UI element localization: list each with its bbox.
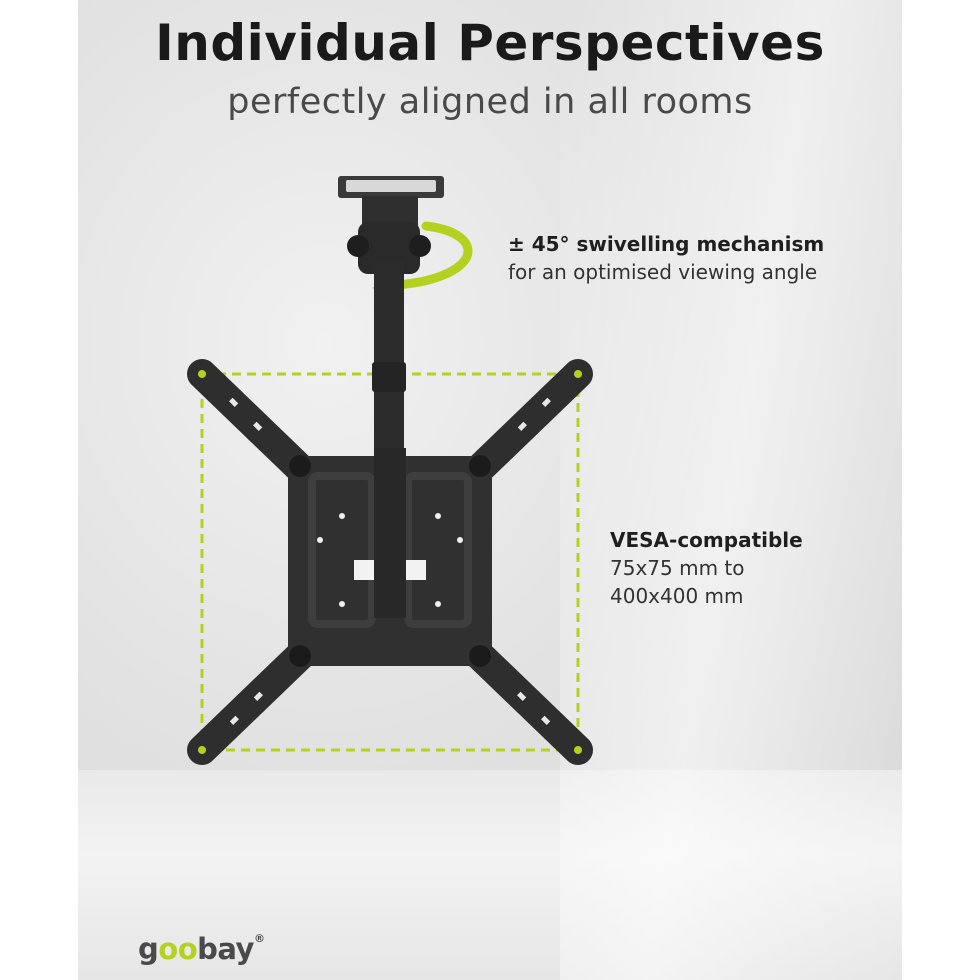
light-streak bbox=[560, 0, 902, 980]
vesa-size-min: 75x75 mm to bbox=[610, 556, 745, 580]
swivel-joint bbox=[358, 222, 420, 274]
page-title: Individual Perspectives bbox=[155, 14, 825, 72]
swivel-description: for an optimised viewing angle bbox=[508, 260, 818, 284]
vesa-callout: VESA-compatible 75x75 mm to 400x400 mm bbox=[610, 526, 803, 610]
page-subtitle: perfectly aligned in all rooms bbox=[227, 82, 753, 122]
swivel-headline: ± 45° swivelling mechanism bbox=[508, 232, 825, 256]
swivel-callout: ± 45° swivelling mechanism for an optimi… bbox=[508, 230, 824, 286]
goobay-logo: goobay® bbox=[138, 932, 265, 966]
vesa-size-max: 400x400 mm bbox=[610, 584, 744, 608]
swivel-arrow-icon bbox=[375, 221, 473, 293]
vesa-headline: VESA-compatible bbox=[610, 528, 803, 552]
